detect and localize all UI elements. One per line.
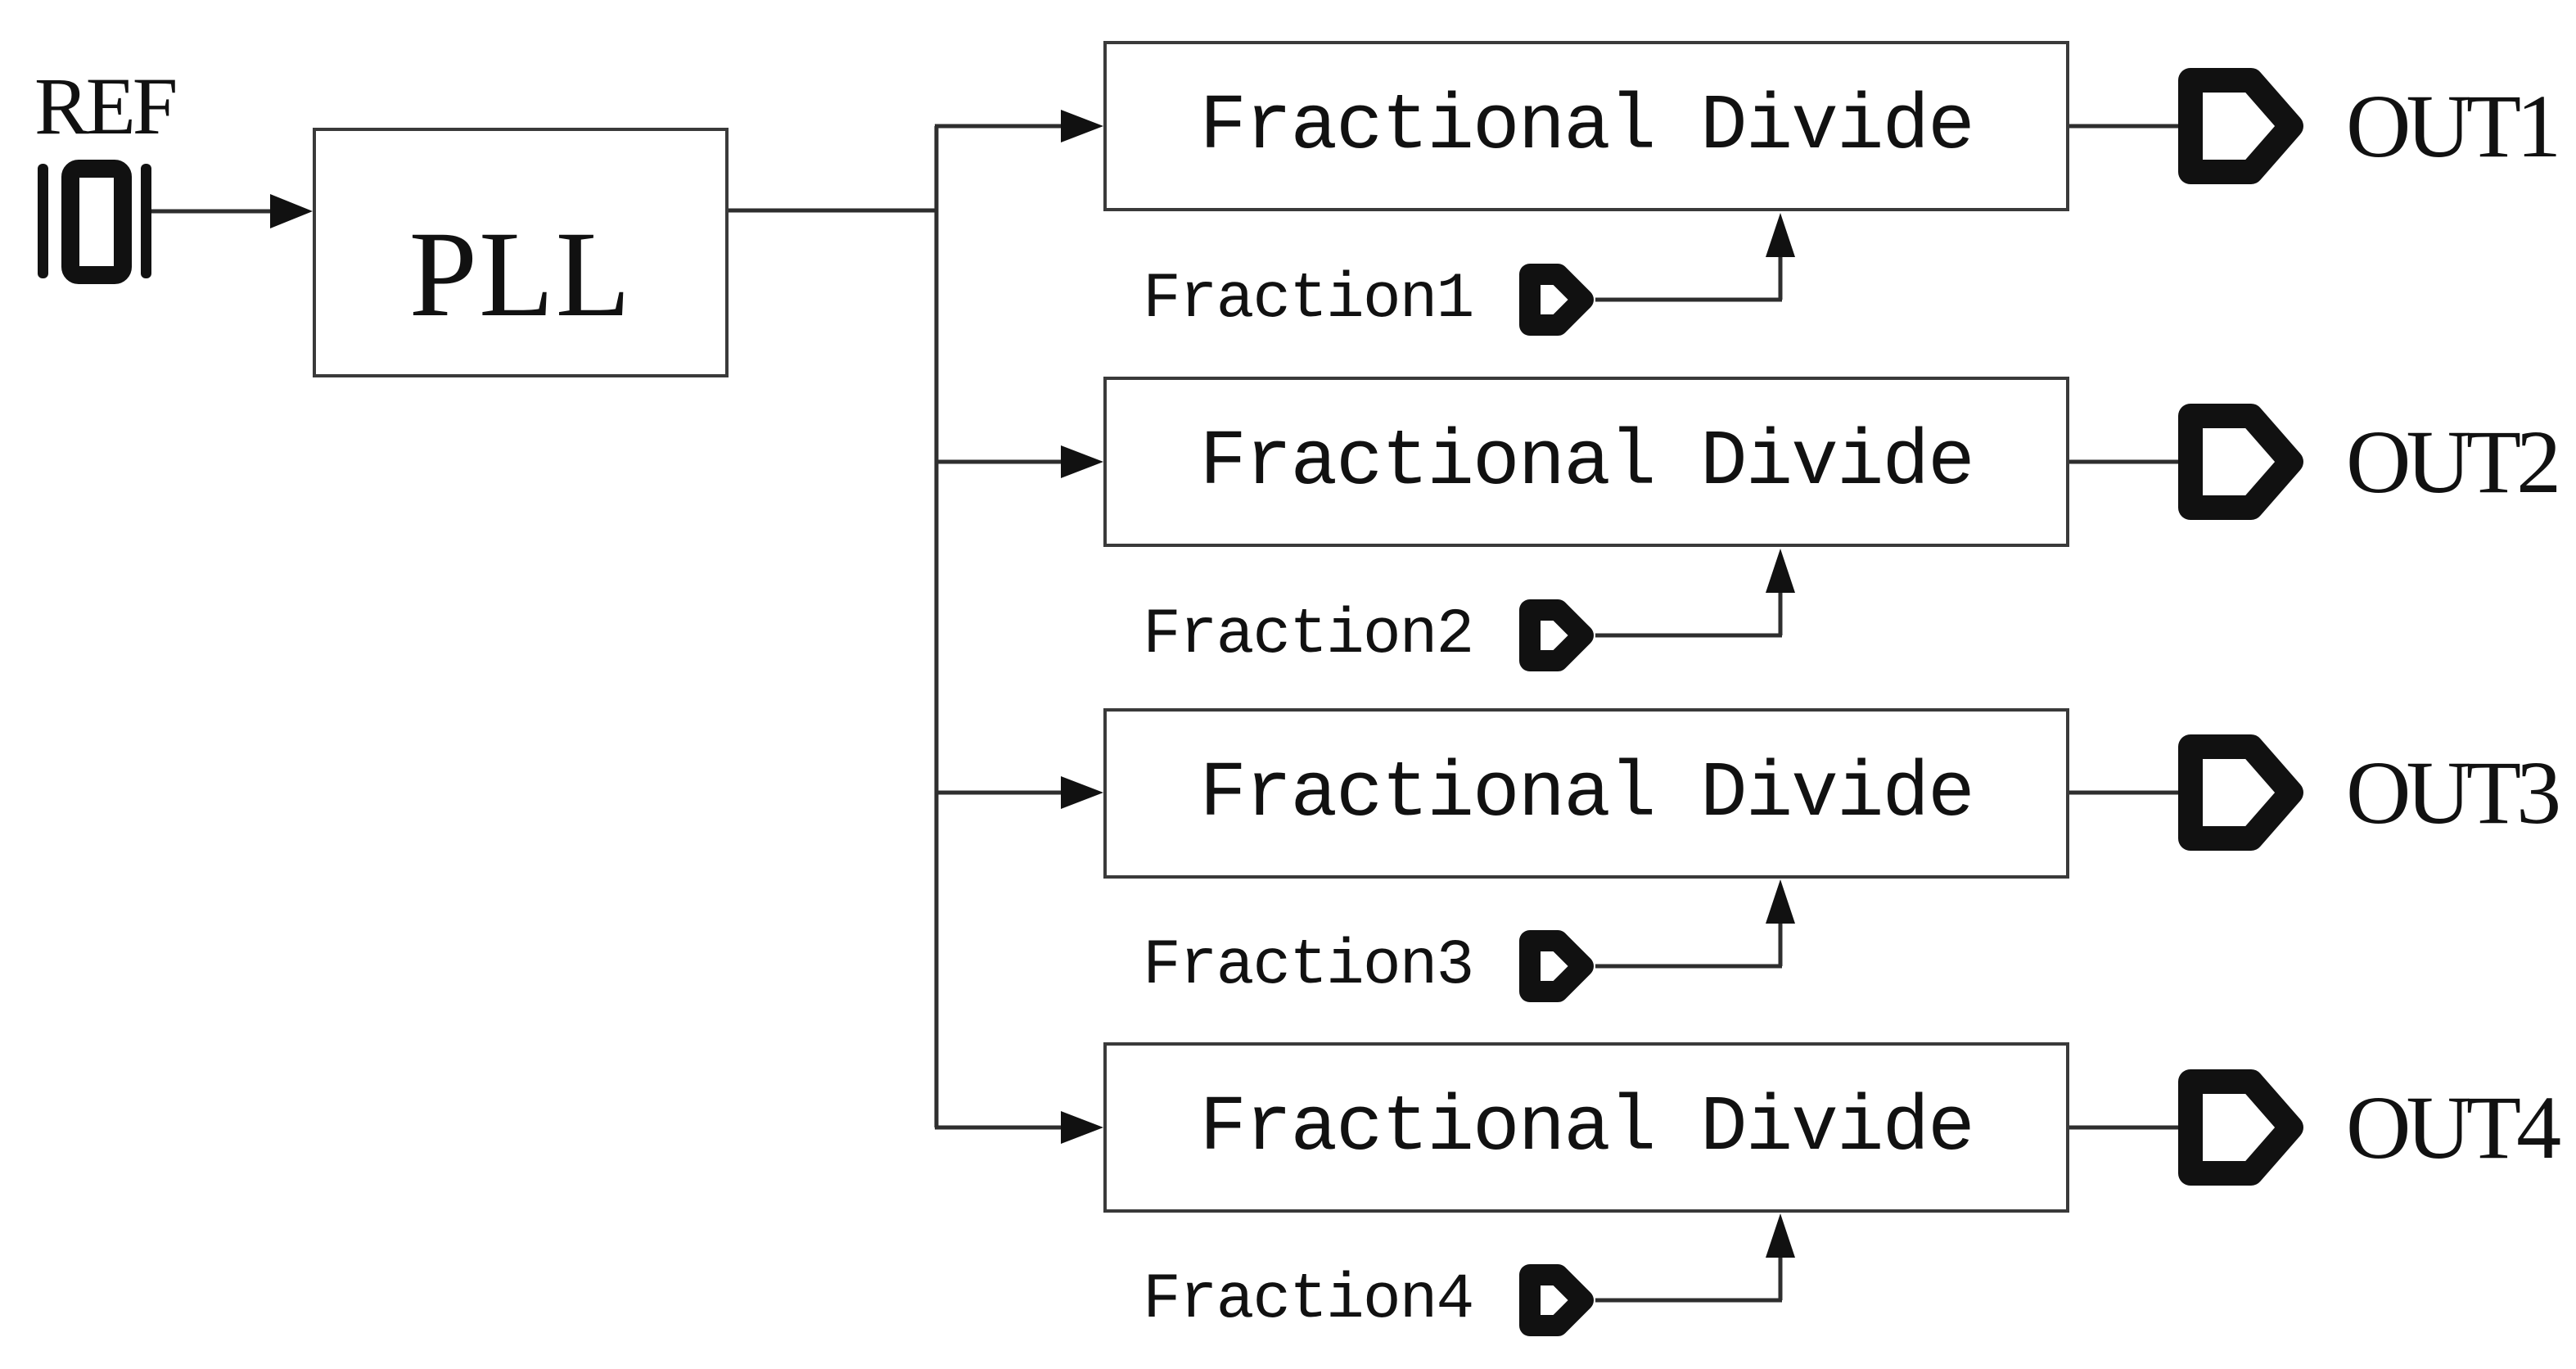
fraction-input-label-2: Fraction2	[1143, 599, 1474, 671]
input-pin-pentagon-icon	[1519, 1264, 1594, 1336]
output-label-3: OUT3	[2346, 742, 2561, 843]
pll-label: PLL	[408, 206, 633, 342]
fraction-input-label-3: Fraction3	[1143, 930, 1474, 1002]
pll-block: PLL	[313, 128, 729, 377]
output-pin-pentagon-icon	[2178, 1069, 2303, 1186]
fractional-divide-label: Fractional Divide	[1199, 81, 1974, 171]
fractional-divide-label: Fractional Divide	[1199, 1082, 1974, 1172]
arrowhead-icon	[270, 194, 313, 228]
fractional-divide-block-2: Fractional Divide	[1103, 377, 2069, 547]
output-label-4: OUT4	[2346, 1077, 2561, 1177]
arrowhead-icon	[1061, 776, 1103, 809]
wire-fraction-2	[1595, 549, 1795, 638]
arrowhead-icon	[1766, 879, 1795, 924]
arrowhead-icon	[1061, 110, 1103, 142]
fraction-input-label-1: Fraction1	[1143, 264, 1474, 336]
output-label-1: OUT1	[2346, 75, 2561, 176]
wire-fraction-4	[1595, 1213, 1795, 1303]
arrowhead-icon	[1061, 445, 1103, 478]
input-pin-pentagon-icon	[1519, 599, 1594, 671]
wire-fraction-1	[1595, 213, 1795, 302]
crystal-oscillator-icon	[38, 160, 151, 284]
output-pin-pentagon-icon	[2178, 68, 2303, 184]
input-pin-pentagon-icon	[1519, 264, 1594, 336]
arrowhead-icon	[1766, 1213, 1795, 1258]
arrowhead-icon	[1766, 549, 1795, 593]
fraction-input-label-4: Fraction4	[1143, 1264, 1474, 1336]
fractional-divide-block-3: Fractional Divide	[1103, 708, 2069, 879]
fractional-divide-block-4: Fractional Divide	[1103, 1042, 2069, 1213]
output-pin-pentagon-icon	[2178, 734, 2303, 851]
output-pin-pentagon-icon	[2178, 404, 2303, 520]
arrowhead-icon	[1061, 1111, 1103, 1144]
fractional-divide-block-1: Fractional Divide	[1103, 41, 2069, 211]
output-label-2: OUT2	[2346, 411, 2561, 512]
wire-fraction-3	[1595, 879, 1795, 969]
input-pin-pentagon-icon	[1519, 930, 1594, 1002]
fractional-divide-label: Fractional Divide	[1199, 417, 1974, 507]
arrowhead-icon	[1766, 213, 1795, 257]
ref-label: REF	[34, 61, 178, 151]
fractional-divide-label: Fractional Divide	[1199, 748, 1974, 838]
